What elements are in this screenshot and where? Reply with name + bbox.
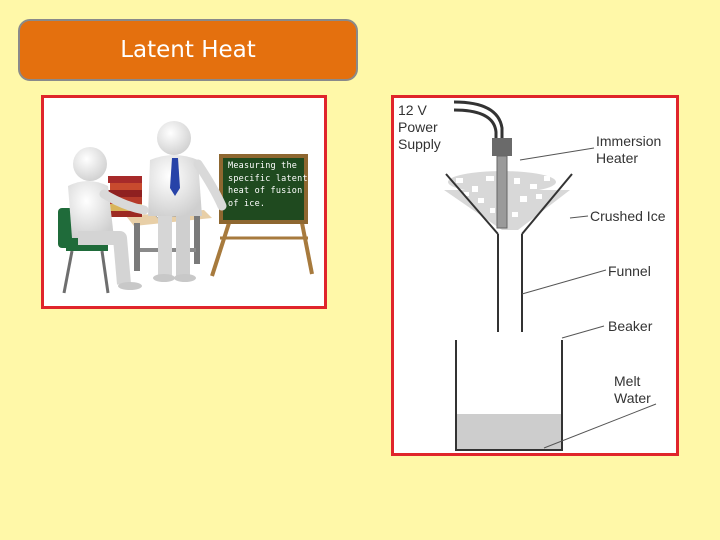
apparatus-diagram: 12 V Power Supply Immersion Heater Crush…	[391, 95, 679, 456]
classroom-scene	[58, 121, 314, 294]
funnel-label: Funnel	[608, 263, 651, 279]
beaker-label: Beaker	[608, 318, 653, 334]
crushed-ice-label: Crushed Ice	[590, 208, 666, 224]
beaker	[455, 340, 563, 451]
immersion-heater-label: Immersion Heater	[596, 133, 662, 166]
easel	[210, 222, 314, 277]
chalkboard-text: Measuring the specific latent heat of fu…	[228, 161, 308, 209]
title-banner: Latent Heat	[18, 19, 358, 81]
power-supply-label: 12 V Power Supply	[398, 102, 441, 152]
classroom-illustration: Measuring the specific latent heat of fu…	[41, 95, 327, 309]
melt-water-label: Melt Water	[614, 373, 651, 406]
power-cable-return	[453, 108, 498, 138]
apparatus-drawing	[444, 100, 657, 451]
chalkboard	[223, 158, 304, 220]
immersion-heater	[492, 138, 512, 229]
power-cable	[453, 100, 504, 138]
label-leader-lines	[519, 147, 657, 449]
page-title: Latent Heat	[120, 37, 256, 63]
student-figure	[68, 147, 149, 290]
funnel	[445, 173, 573, 332]
teacher-figure	[148, 121, 227, 282]
